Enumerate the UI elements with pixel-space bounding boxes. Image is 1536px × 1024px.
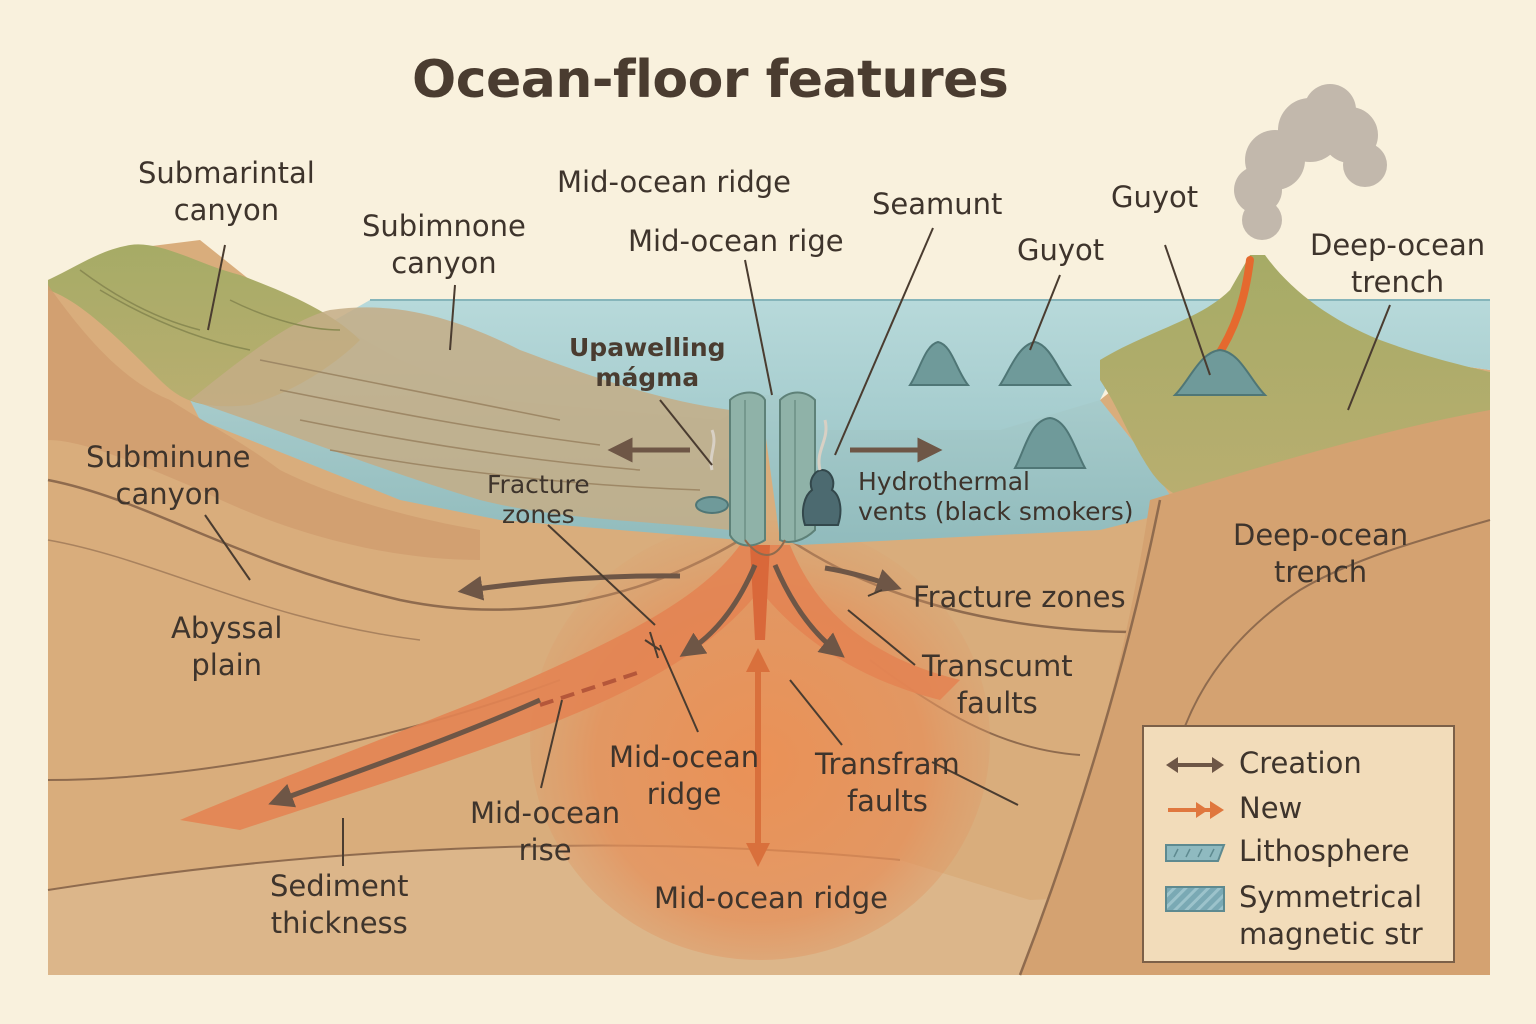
label-line: Mid-ocean bbox=[609, 740, 760, 774]
label-line: Deep-ocean bbox=[1310, 228, 1486, 262]
label-subminune-canyon: Subminune canyon bbox=[86, 439, 250, 513]
label-line: faults bbox=[846, 784, 928, 818]
label-upawelling-magma: Upawelling mágma bbox=[569, 333, 726, 393]
left-continent bbox=[48, 244, 730, 560]
label-fracture-zones-right: Fracture zones bbox=[913, 580, 1126, 614]
legend-label: Lithosphere bbox=[1239, 834, 1410, 868]
label-subimnone-canyon: Subimnone canyon bbox=[362, 208, 526, 282]
legend-label: Symmetrical magnetic str bbox=[1239, 879, 1423, 953]
label-guyot-2: Guyot bbox=[1111, 180, 1199, 214]
label-hydrothermal-vents: Hydrothermal vents (black smokers) bbox=[858, 467, 1134, 527]
label-guyot-1: Guyot bbox=[1017, 233, 1105, 267]
label-line: thickness bbox=[270, 906, 408, 940]
label-line: canyon bbox=[173, 193, 280, 227]
seamounts bbox=[908, 340, 1268, 469]
legend: Creation New Lithosphere Symmetrical ma bbox=[1142, 725, 1455, 963]
label-line: trench bbox=[1273, 555, 1368, 589]
legend-label: New bbox=[1239, 791, 1303, 825]
label-line: Transcumt bbox=[922, 649, 1073, 683]
diagram-title: Ocean-floor features bbox=[412, 50, 1009, 110]
label-transcumt-faults: Transcumt faults bbox=[922, 648, 1073, 722]
label-transfram-faults: Transfram faults bbox=[815, 746, 960, 820]
label-fracture-zones-left: Fracture zones bbox=[487, 470, 590, 530]
label-line: Abyssal bbox=[171, 611, 283, 645]
striped-block-icon bbox=[1165, 886, 1225, 912]
label-line: canyon bbox=[391, 246, 497, 280]
label-sediment-thickness: Sediment thickness bbox=[270, 868, 409, 942]
ridge-plates bbox=[729, 391, 816, 556]
label-line: vents (black smokers) bbox=[858, 497, 1134, 526]
orange-arrow-icon bbox=[1168, 801, 1224, 819]
double-arrow-icon bbox=[1166, 757, 1224, 773]
label-mid-ocean-ridge-mid: Mid-ocean ridge bbox=[609, 739, 759, 813]
label-abyssal-plain: Abyssal plain bbox=[171, 610, 282, 684]
label-line: Mid-ocean bbox=[470, 796, 621, 830]
label-line: Transfram bbox=[815, 747, 960, 781]
label-mid-ocean-ridge-bottom: Mid-ocean ridge bbox=[654, 881, 889, 915]
leader-lines bbox=[204, 227, 1391, 866]
label-line: Sediment bbox=[270, 869, 409, 903]
label-line: canyon bbox=[115, 477, 221, 511]
volcano-smoke bbox=[1234, 84, 1387, 240]
label-line: ridge bbox=[646, 777, 722, 811]
label-line: Submarintal bbox=[138, 156, 315, 190]
label-line: Subimnone bbox=[362, 209, 526, 243]
label-submarintal-canyon: Submarintal canyon bbox=[138, 155, 315, 229]
legend-label-line: magnetic str bbox=[1239, 917, 1423, 951]
label-line: rise bbox=[518, 833, 572, 867]
label-line: mágma bbox=[595, 363, 700, 392]
label-seamunt: Seamunt bbox=[872, 187, 1003, 221]
label-line: faults bbox=[956, 686, 1038, 720]
label-line: plain bbox=[191, 648, 263, 682]
label-line: zones bbox=[502, 500, 575, 529]
label-line: Fracture bbox=[487, 470, 590, 499]
legend-label: Creation bbox=[1239, 746, 1362, 780]
label-mid-ocean-rige: Mid-ocean rige bbox=[628, 224, 844, 258]
label-mid-ocean-rise: Mid-ocean rise bbox=[470, 795, 620, 869]
label-mid-ocean-ridge-top: Mid-ocean ridge bbox=[557, 165, 792, 199]
label-deep-ocean-trench-right: Deep-ocean trench bbox=[1233, 517, 1408, 591]
label-line: Subminune bbox=[86, 440, 251, 474]
label-line: Upawelling bbox=[569, 333, 726, 362]
flow-arrows bbox=[268, 437, 943, 808]
label-line: Deep-ocean bbox=[1233, 518, 1409, 552]
legend-label-line: Symmetrical bbox=[1239, 880, 1423, 914]
blue-band-icon bbox=[1165, 844, 1226, 862]
black-smoker bbox=[695, 419, 842, 526]
label-line: Hydrothermal bbox=[858, 467, 1030, 496]
label-line: trench bbox=[1350, 265, 1445, 299]
label-deep-ocean-trench-top: Deep-ocean trench bbox=[1310, 227, 1485, 301]
